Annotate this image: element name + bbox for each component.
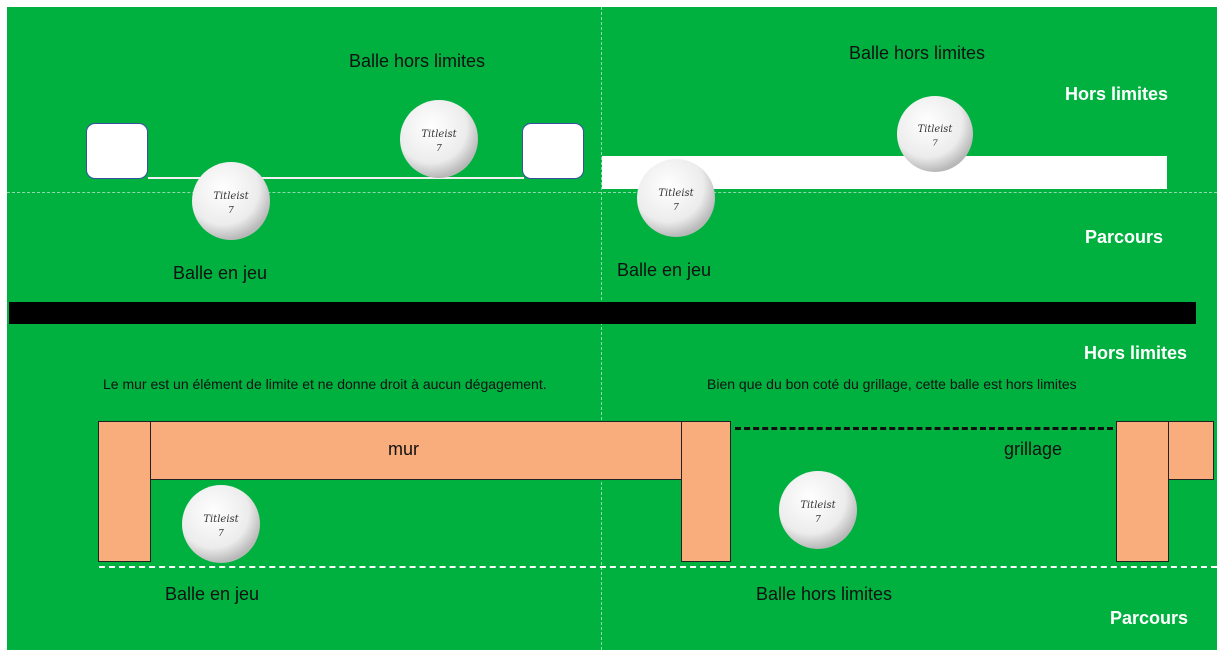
svg-text:Titleist: Titleist [203, 514, 239, 525]
fence-caption: Bien que du bon coté du grillage, cette … [707, 376, 1077, 392]
zone-label-course-top: Parcours [1085, 227, 1163, 248]
separator-bar [9, 302, 1196, 324]
fence-post-arm [1168, 421, 1214, 480]
golf-ball-out-bottom-right: Titleist 7 [778, 470, 858, 550]
label-bottom-left-in: Balle en jeu [165, 584, 259, 605]
golf-ball-in-bottom-left: Titleist 7 [181, 484, 261, 564]
golf-course-diagram: Titleist 7 Titleist 7 Titleist 7 Titleis… [7, 7, 1217, 650]
zone-label-course-bottom: Parcours [1110, 608, 1188, 629]
wall-post-left [98, 421, 151, 562]
svg-text:Titleist: Titleist [658, 188, 694, 199]
svg-text:Titleist: Titleist [800, 500, 836, 511]
wall-label: mur [388, 439, 419, 460]
svg-text:7: 7 [815, 515, 821, 525]
svg-text:7: 7 [932, 139, 938, 149]
label-top-right-out: Balle hors limites [849, 43, 985, 64]
golf-ball-in-top-left: Titleist 7 [191, 161, 271, 241]
svg-text:7: 7 [673, 203, 679, 213]
golf-ball-out-top-left: Titleist 7 [399, 99, 479, 179]
fence-line [735, 427, 1113, 430]
svg-text:7: 7 [436, 144, 442, 154]
wall-caption: Le mur est un élément de limite et ne do… [103, 376, 547, 392]
boundary-line-bottom [99, 566, 1217, 568]
boundary-stake-left [86, 123, 148, 179]
svg-text:Titleist: Titleist [421, 129, 457, 140]
label-bottom-right-out: Balle hors limites [756, 584, 892, 605]
label-top-left-out: Balle hors limites [349, 51, 485, 72]
svg-text:Titleist: Titleist [213, 191, 249, 202]
center-divider-line [601, 7, 602, 650]
svg-text:Titleist: Titleist [918, 124, 953, 135]
boundary-line-top [7, 192, 1217, 193]
zone-label-out-bottom: Hors limites [1084, 343, 1187, 364]
golf-ball-in-top-right: Titleist 7 [636, 158, 716, 238]
wall-post-right [681, 421, 731, 562]
fence-post [1116, 421, 1169, 562]
svg-text:7: 7 [228, 206, 234, 216]
golf-ball-out-top-right: Titleist 7 [896, 95, 974, 173]
boundary-stake-right [522, 123, 584, 179]
fence-label: grillage [1004, 439, 1062, 460]
svg-text:7: 7 [218, 529, 224, 539]
label-top-right-in: Balle en jeu [617, 260, 711, 281]
zone-label-out-top: Hors limites [1065, 84, 1168, 105]
label-top-left-in: Balle en jeu [173, 263, 267, 284]
